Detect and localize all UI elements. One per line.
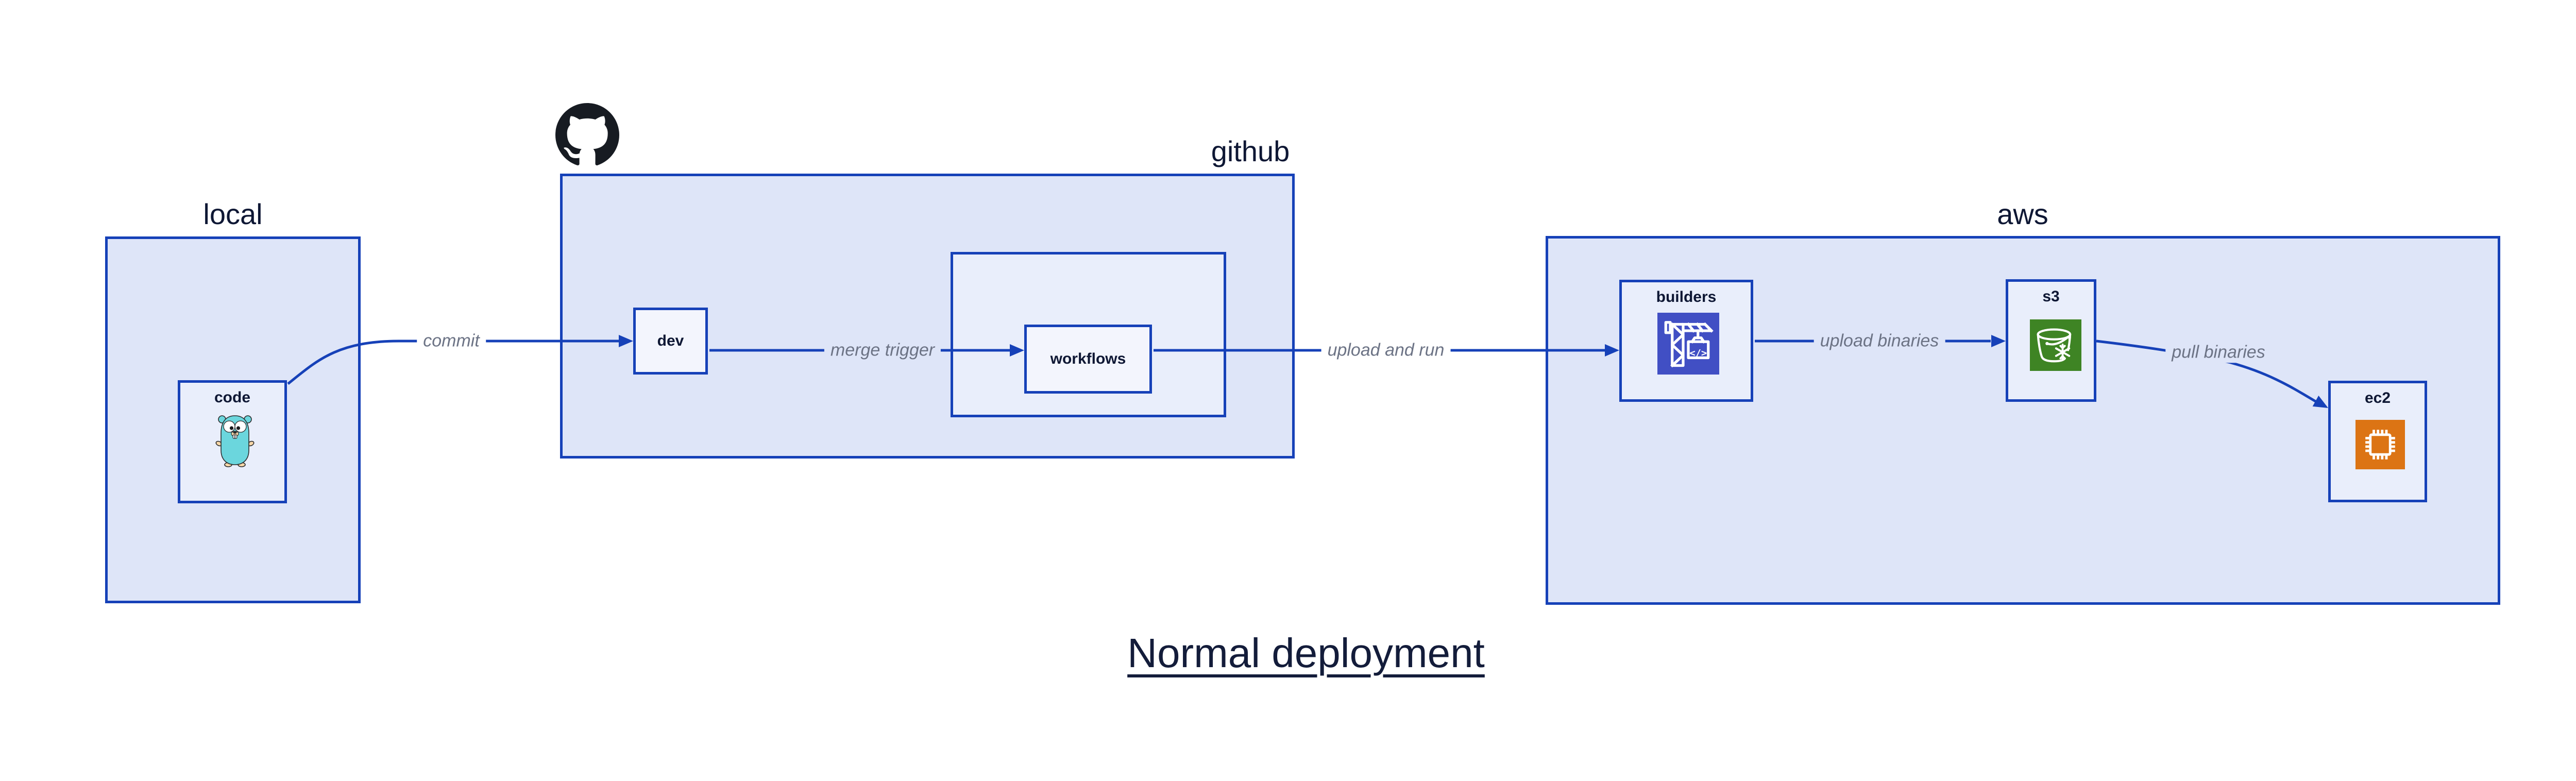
workflows-node: workflows xyxy=(1024,325,1152,394)
go-gopher-icon xyxy=(215,415,255,467)
edge-pull-binaries-label: pull binaries xyxy=(2165,342,2272,363)
code-node-label: code xyxy=(214,389,251,406)
github-octocat-icon xyxy=(555,103,619,165)
aws-s3-glacier-icon xyxy=(2030,319,2081,371)
aws-group-label: aws xyxy=(1997,198,2048,230)
dev-node-label: dev xyxy=(657,332,684,349)
ec2-node-label: ec2 xyxy=(2364,389,2391,406)
code-node: code xyxy=(178,380,287,503)
builders-node: builders </> xyxy=(1619,280,1753,402)
aws-ec2-icon xyxy=(2355,420,2405,469)
diagram-title: Normal deployment xyxy=(1127,630,1485,676)
codebuild-code-glyph: </> xyxy=(1689,348,1707,359)
edge-upload-and-run-label: upload and run xyxy=(1321,339,1451,361)
ec2-node: ec2 xyxy=(2328,381,2427,502)
s3-node-label: s3 xyxy=(2042,288,2060,305)
local-group-label: local xyxy=(203,198,263,230)
dev-node: dev xyxy=(633,308,708,375)
edge-merge-trigger-label: merge trigger xyxy=(824,339,941,361)
edge-commit-label: commit xyxy=(417,330,486,352)
workflows-node-label: workflows xyxy=(1050,350,1126,367)
aws-codebuild-icon: </> xyxy=(1657,313,1719,375)
builders-node-label: builders xyxy=(1656,288,1717,305)
github-group-label: github xyxy=(1211,135,1290,167)
edge-upload-binaries-label: upload binaries xyxy=(1814,330,1945,352)
s3-node: s3 xyxy=(2006,279,2096,402)
